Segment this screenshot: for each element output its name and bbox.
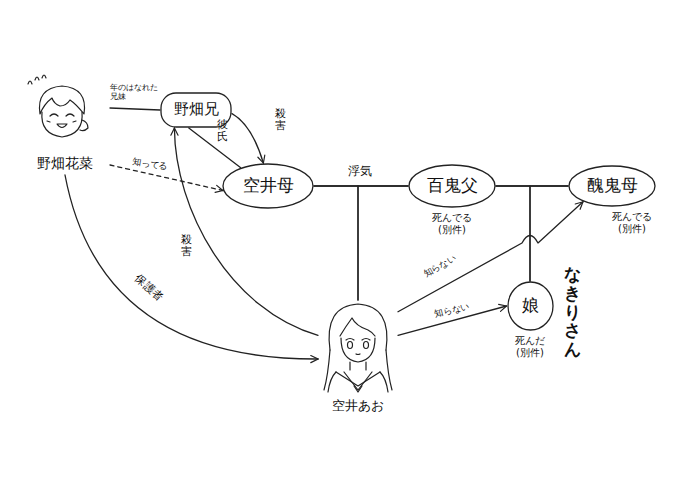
- edge-label: 彼氏: [217, 119, 228, 143]
- outline: [223, 164, 313, 208]
- node-text: 野畑花菜: [20, 155, 110, 171]
- kana-face: [39, 86, 88, 137]
- edge-label: 保護者: [132, 272, 165, 303]
- node-text: 空井母: [243, 176, 294, 196]
- relation-connector: [174, 128, 318, 335]
- relation-connector: [496, 186, 530, 281]
- edge-label: 殺害: [181, 234, 192, 258]
- edge-label: 浮気: [348, 165, 372, 179]
- relation-connector: [314, 186, 358, 300]
- outline: [508, 282, 553, 330]
- node-text: 空井あお: [318, 399, 398, 414]
- person-circle: 百鬼父死んでる (別件): [408, 164, 496, 208]
- sparkle-marks: [28, 75, 46, 84]
- node-note: 死んだ (別件): [512, 335, 548, 359]
- node-text: 百鬼父: [427, 176, 478, 196]
- node-text: 娘: [522, 296, 539, 316]
- node-text: 野畑兄: [174, 101, 219, 118]
- person-label: 空井あお: [318, 300, 398, 418]
- node-note: 死んでる (別件): [609, 211, 655, 235]
- edge-label: 知らない: [433, 301, 470, 320]
- relation-connector: [358, 186, 408, 300]
- node-text: 醜鬼母: [587, 176, 638, 196]
- relation-connector: [189, 128, 241, 168]
- relation-connector: [398, 202, 583, 312]
- edge-label: 知ってる: [131, 156, 168, 172]
- outline: [409, 165, 495, 207]
- outline: [569, 166, 655, 206]
- node-note: 死んでる (別件): [429, 212, 475, 236]
- person-circle: 空井母: [222, 163, 314, 209]
- person-circle: 醜鬼母死んでる (別件): [568, 165, 656, 207]
- relation-connector: [232, 114, 263, 164]
- edge-label: 知らない: [422, 253, 459, 280]
- person-label: 野畑花菜: [20, 75, 110, 175]
- edge-label: 年のはなれた 兄妹: [110, 83, 160, 101]
- name-annotation: なきりさん: [564, 265, 581, 358]
- person-circle: 娘死んだ (別件): [507, 281, 554, 331]
- edge-label: 殺害: [275, 108, 286, 132]
- relation-connector: [110, 108, 160, 110]
- aoi-figure: [324, 304, 392, 392]
